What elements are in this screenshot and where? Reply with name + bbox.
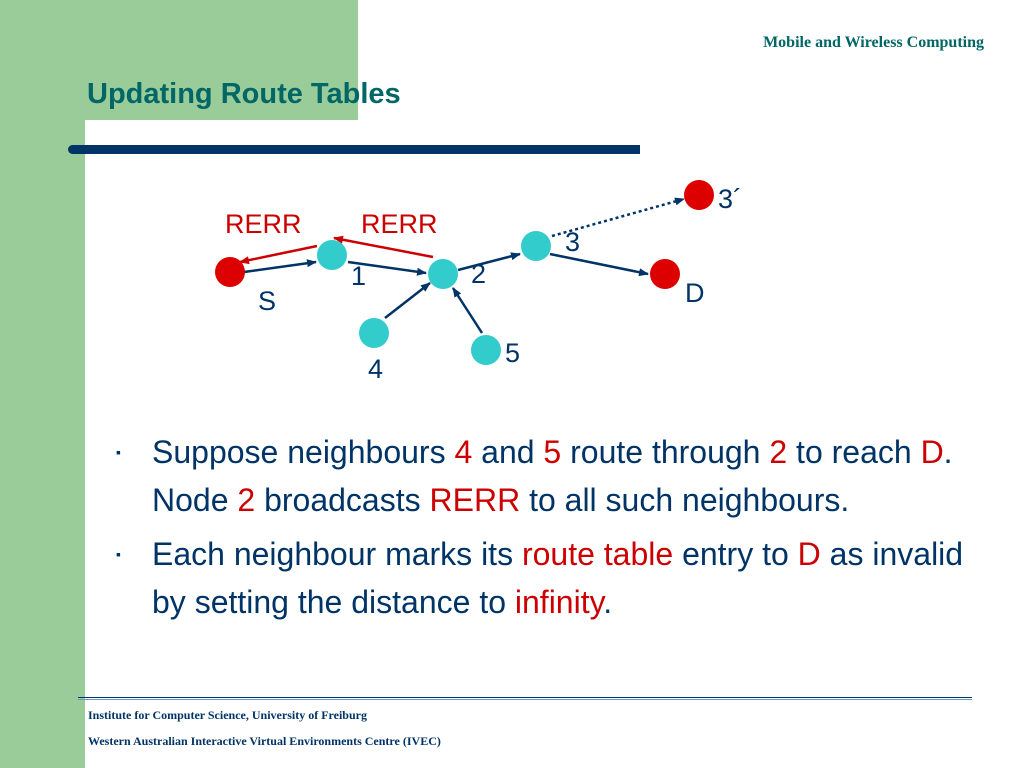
- node-4: [359, 318, 389, 348]
- node-2: [428, 259, 458, 289]
- bullet-item: ▪ Each neighbour marks its route table e…: [110, 530, 1000, 626]
- node-3: [521, 231, 551, 261]
- text-run: . Node: [152, 434, 953, 518]
- node-label-2: 2: [471, 259, 486, 289]
- rerr-label-right: RERR: [361, 209, 438, 239]
- node-d: [650, 259, 680, 289]
- node-label-s: S: [258, 286, 276, 316]
- node-5: [471, 335, 501, 365]
- bullet-text: Each neighbour marks its route table ent…: [152, 536, 963, 620]
- node-label-1: 1: [351, 261, 366, 291]
- text-run: as invalid by setting the distance to: [152, 536, 964, 620]
- highlight-run: D: [920, 434, 944, 470]
- text-run: to reach: [787, 434, 921, 470]
- edge-s-to-1: [243, 259, 317, 274]
- highlight-run: 2: [237, 482, 256, 518]
- bullet-list: ▪ Suppose neighbours 4 and 5 route throu…: [110, 428, 1000, 632]
- text-run: Each neighbour marks its: [152, 536, 522, 572]
- bullet-item: ▪ Suppose neighbours 4 and 5 route throu…: [110, 428, 1000, 524]
- footer-divider-accent: [78, 699, 972, 700]
- node-label-3-prime: 3´: [718, 184, 742, 214]
- node-s: [215, 257, 245, 287]
- slide-title: Updating Route Tables: [87, 78, 401, 110]
- highlight-run: 2: [769, 434, 788, 470]
- highlight-run: 4: [454, 434, 473, 470]
- network-diagram: RERR RERR S 1 2 3 3´ D 4 5: [215, 180, 742, 384]
- highlight-run: route table: [521, 536, 674, 572]
- edge-5-to-2: [451, 287, 484, 334]
- square-bullet-icon: ▪: [116, 546, 121, 562]
- node-label-3: 3: [565, 227, 580, 257]
- text-run: Suppose neighbours: [152, 434, 455, 470]
- highlight-run: 5: [543, 434, 562, 470]
- rerr-arrow-2-to-1: [333, 235, 434, 259]
- text-run: and: [472, 434, 544, 470]
- edge-3-to-d: [549, 252, 649, 277]
- edge-1-to-2: [347, 260, 427, 276]
- course-title: Mobile and Wireless Computing: [763, 34, 984, 51]
- node-1: [317, 240, 347, 270]
- edge-3-to-3prime-dotted: [551, 197, 685, 238]
- left-green-strip: [0, 0, 85, 768]
- node-label-d: D: [685, 278, 705, 308]
- node-label-4: 4: [368, 354, 383, 384]
- title-underline-bar: [68, 145, 640, 154]
- highlight-run: infinity: [514, 584, 604, 620]
- footer-centre: Western Australian Interactive Virtual E…: [88, 734, 441, 748]
- square-bullet-icon: ▪: [116, 444, 121, 460]
- rerr-arrow-1-to-s: [239, 244, 318, 265]
- text-run: .: [603, 584, 613, 620]
- bullet-text: Suppose neighbours 4 and 5 route through…: [152, 434, 953, 518]
- edge-2-to-3: [457, 252, 521, 272]
- top-green-block: [85, 0, 358, 120]
- footer-institute: Institute for Computer Science, Universi…: [88, 708, 367, 722]
- text-run: route through: [561, 434, 770, 470]
- edge-4-to-2: [384, 282, 431, 319]
- node-3-prime: [684, 180, 714, 210]
- text-run: broadcasts: [255, 482, 430, 518]
- text-run: entry to: [673, 536, 798, 572]
- footer-divider: [78, 697, 972, 698]
- rerr-label-left: RERR: [225, 209, 302, 239]
- highlight-run: D: [797, 536, 821, 572]
- text-run: to all such neighbours.: [520, 482, 850, 518]
- highlight-run: RERR: [429, 482, 521, 518]
- node-label-5: 5: [505, 338, 520, 368]
